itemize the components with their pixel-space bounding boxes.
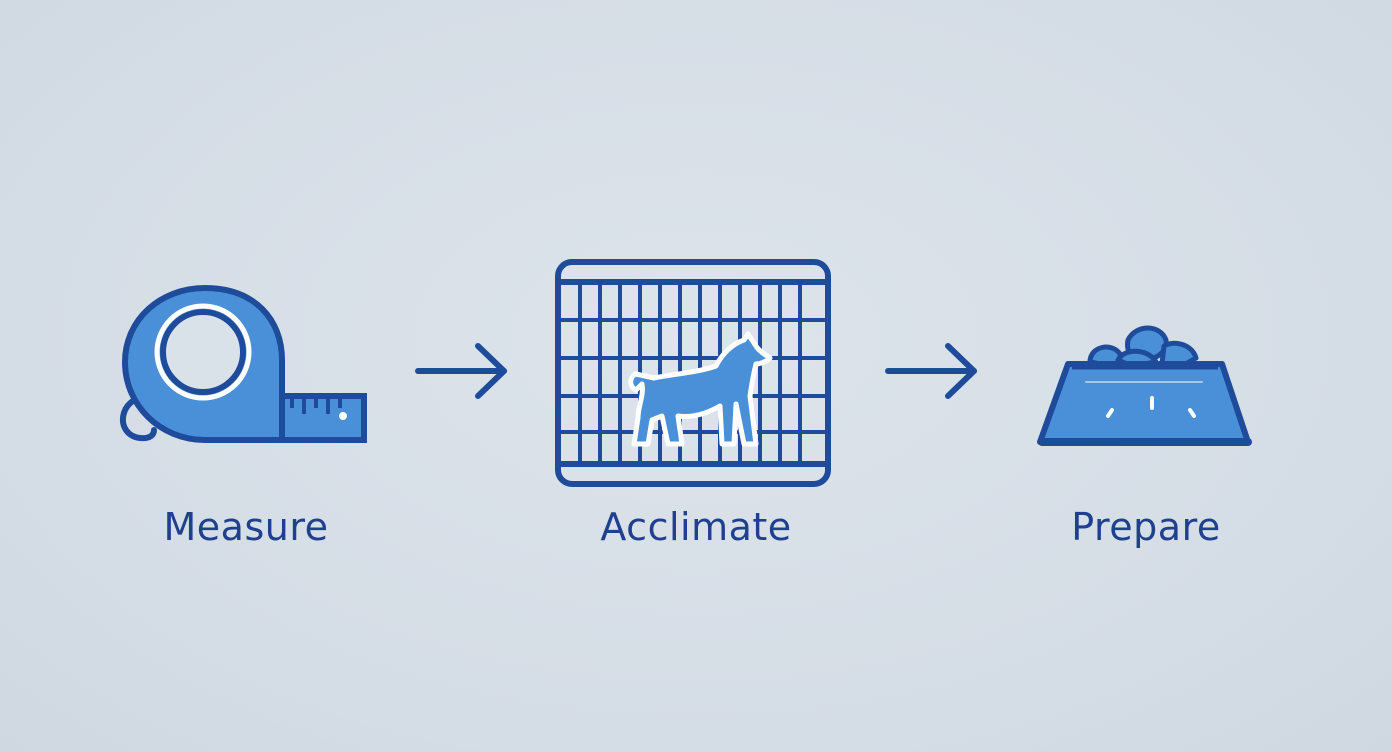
arrow-right-icon <box>415 343 507 399</box>
step-label-acclimate: Acclimate <box>600 505 792 549</box>
dog-icon <box>628 331 773 447</box>
step-label-measure: Measure <box>163 505 329 549</box>
arrow-right-icon <box>885 343 977 399</box>
step-label-prepare: Prepare <box>1071 505 1221 549</box>
dog-crate-icon <box>555 259 831 487</box>
food-bowl-icon <box>1037 325 1252 446</box>
tape-measure-icon <box>120 284 367 443</box>
